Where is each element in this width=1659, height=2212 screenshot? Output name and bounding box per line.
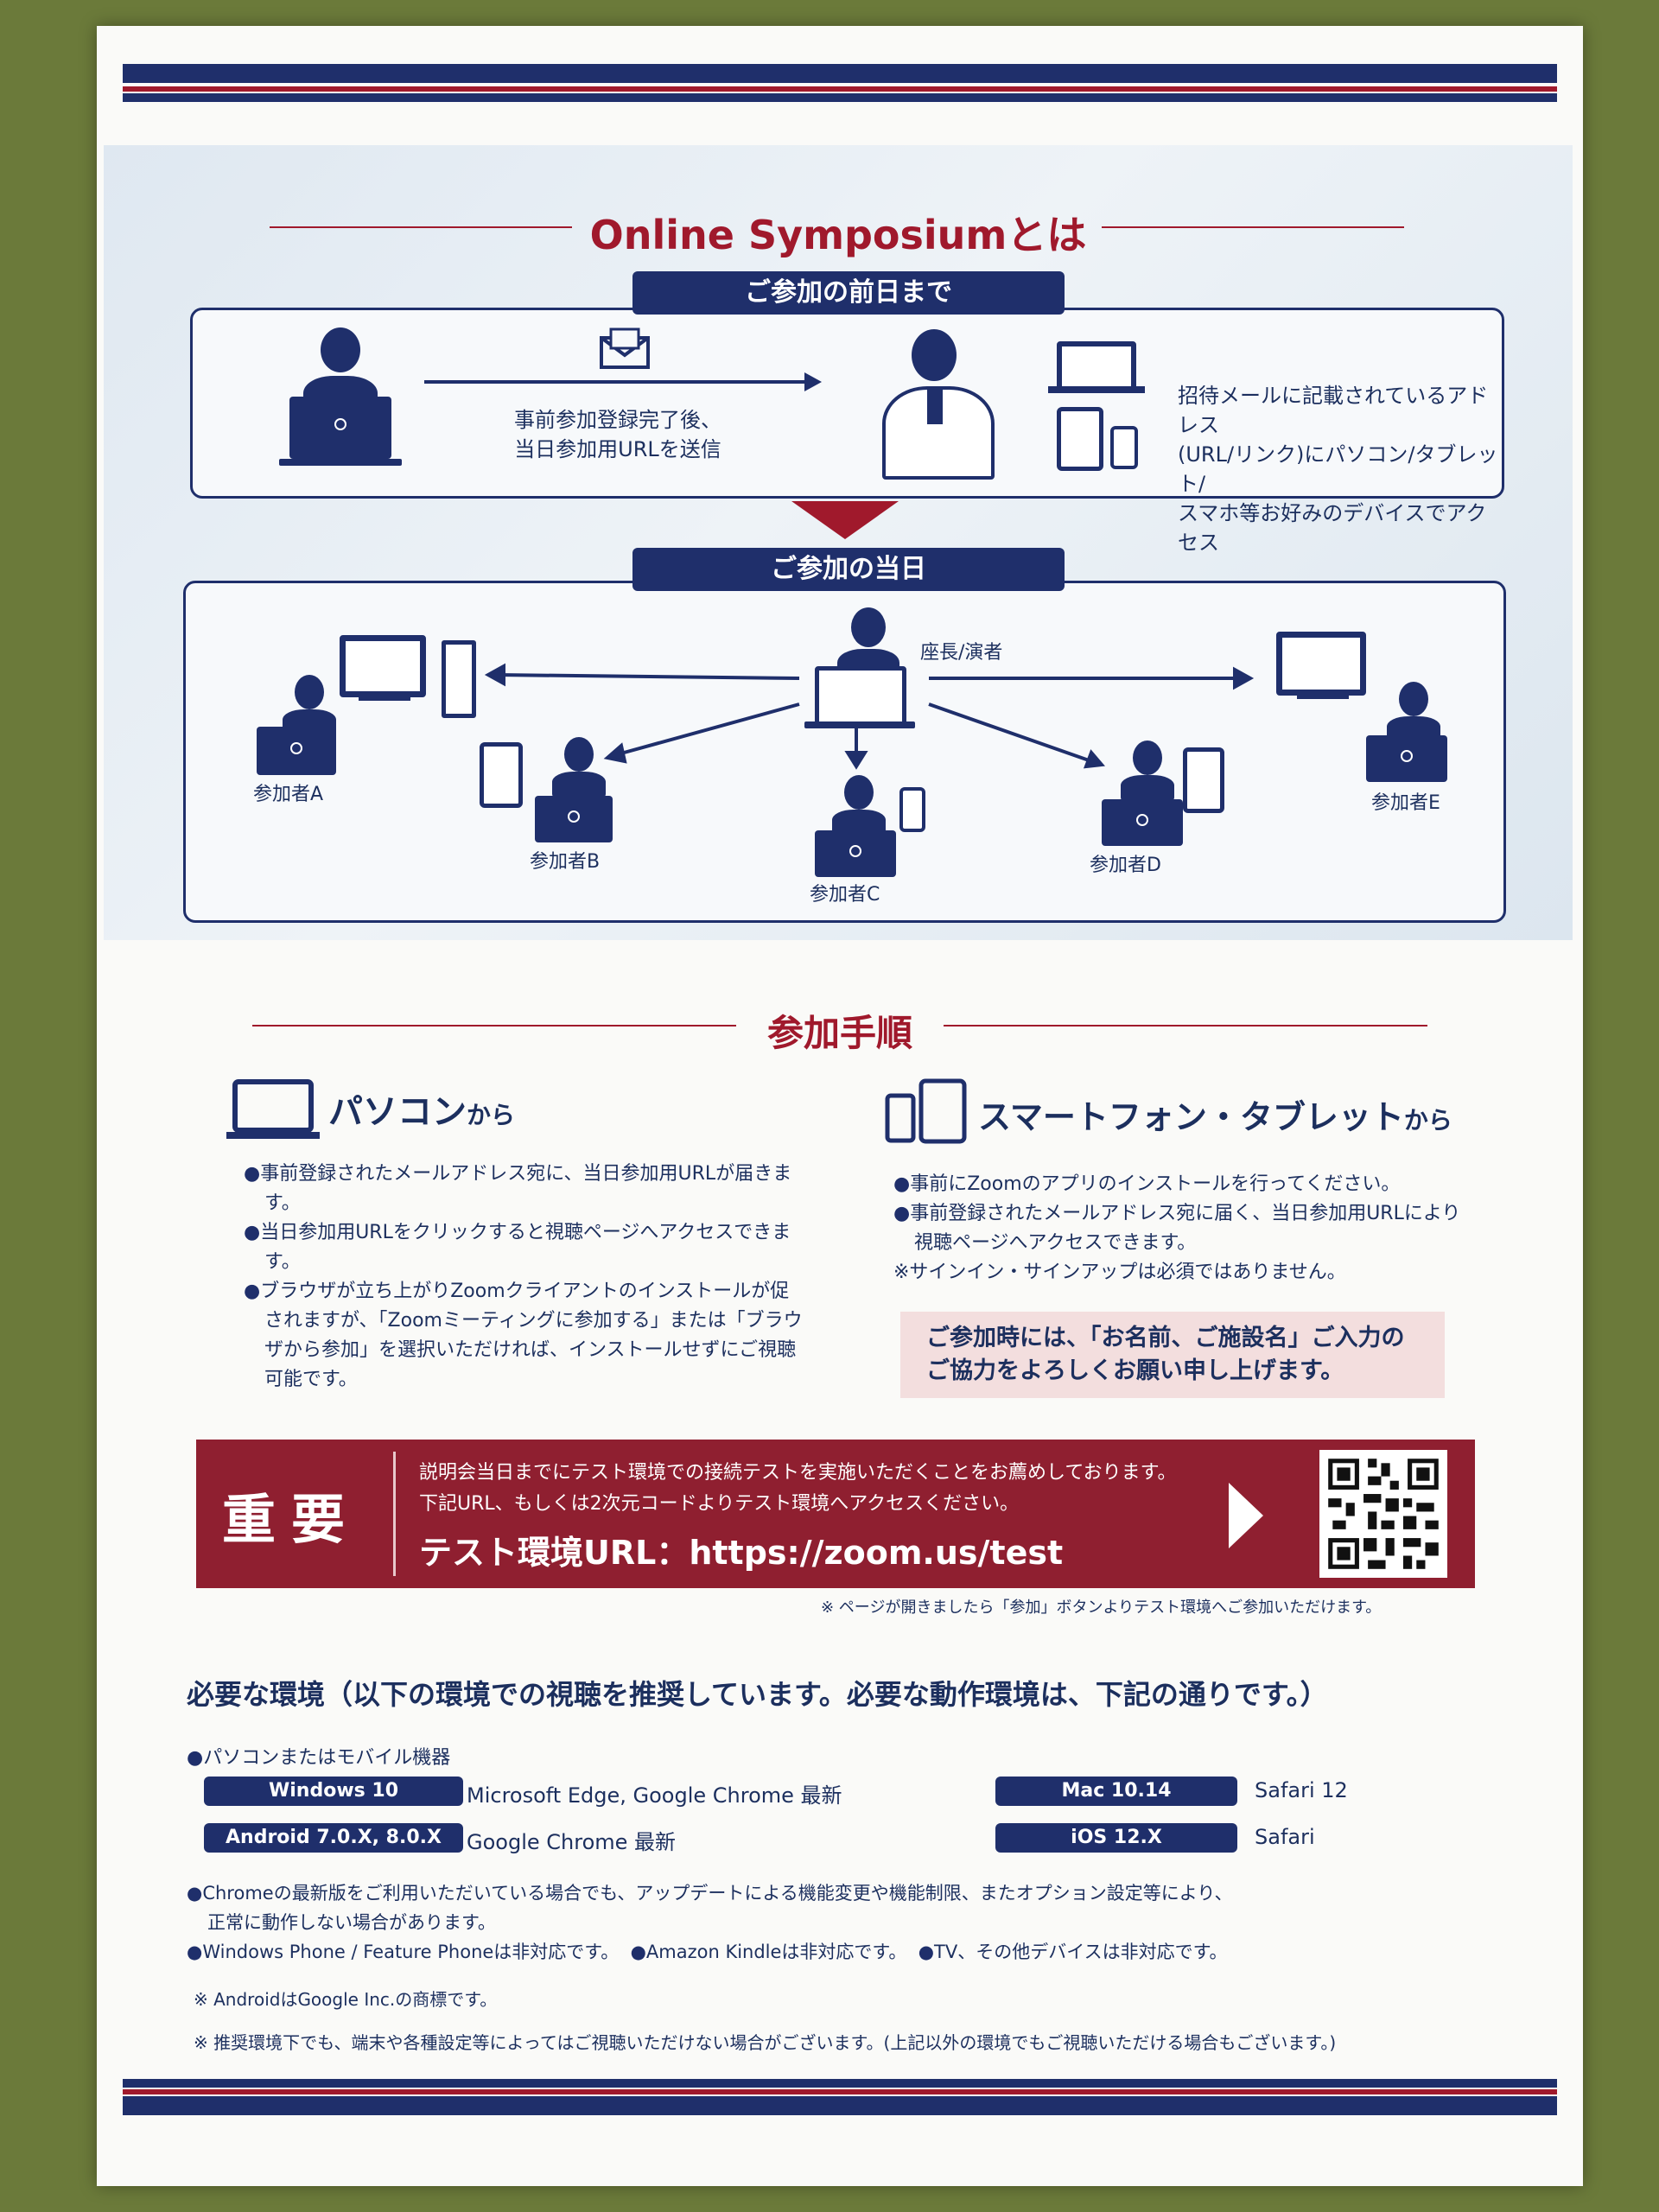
browser-windows: Microsoft Edge, Google Chrome 最新 <box>467 1783 842 1808</box>
participant-c-phone-icon <box>899 787 925 832</box>
arrow-caption-line2: 当日参加用URLを送信 <box>514 437 721 461</box>
env-note-1: Chromeの最新版をご利用いただいている場合でも、アップデートによる機能変更や… <box>202 1883 1233 1904</box>
important-label: 重要 <box>222 1488 361 1551</box>
pc-heading-main: パソコン <box>328 1092 467 1132</box>
overview-title: Online Symposiumとは <box>589 212 1087 258</box>
participant-d-tablet-icon <box>1183 747 1224 813</box>
pc-bullets: ●事前登録されたメールアドレス宛に、当日参加用URLが届きます。 ●当日参加用U… <box>244 1163 803 1390</box>
env-note-2: Windows Phone / Feature Phoneは非対応です。 <box>202 1942 620 1962</box>
notice-line1: ご参加時には、「お名前、ご施設名」ご入力の <box>926 1325 1405 1351</box>
os-mac: Mac 10.14 <box>995 1777 1237 1806</box>
important-banner: 重要 説明会当日までにテスト環境での接続テストを実施いただくことをお薦めしており… <box>196 1440 1475 1588</box>
mobile-bullets: ●事前にZoomのアプリのインストールを行ってください。 ●事前登録されたメール… <box>893 1170 1464 1287</box>
pc-heading-suffix: から <box>467 1101 516 1129</box>
overview-area: Online Symposiumとは 事前参加登録完了後、 <box>104 145 1573 940</box>
arrow-right-icon <box>1229 1483 1263 1548</box>
devices-label: ●パソコンまたはモバイル機器 <box>187 1747 451 1769</box>
access-caption-line3: スマホ等お好みのデバイスでアクセス <box>1178 501 1487 555</box>
important-line2: 下記URL、もしくは2次元コードよりテスト環境へアクセスください。 <box>419 1493 1020 1515</box>
participant-c-laptop-icon <box>815 830 896 877</box>
sender-laptop-icon <box>289 397 391 459</box>
participant-b-label: 参加者B <box>530 851 601 873</box>
mobile-heading: スマートフォン・タブレットから <box>978 1090 1452 1138</box>
pc-bullet-3: ブラウザが立ち上がりZoomクライアントのインストールが促されますが、「Zoom… <box>260 1281 803 1390</box>
environment-notes: ●Chromeの最新版をご利用いただいている場合でも、アップデートによる機能変更… <box>187 1878 1535 1967</box>
mobile-note: ※サインイン・サインアップは必須ではありません。 <box>893 1262 1346 1283</box>
bottom-stripe-red <box>123 2089 1557 2094</box>
title-rule-left <box>270 226 572 228</box>
os-android: Android 7.0.X, 8.0.X <box>204 1823 463 1853</box>
pc-bullet-1: 事前登録されたメールアドレス宛に、当日参加用URLが届きます。 <box>260 1163 792 1214</box>
env-note-3: Amazon Kindleは非対応です。 <box>645 1942 907 1962</box>
participant-d-laptop-icon <box>1102 799 1183 846</box>
pc-laptop-icon <box>226 1079 320 1139</box>
doctor-icon <box>875 329 996 485</box>
browser-ios: Safari <box>1255 1825 1315 1849</box>
procedure-rule-right <box>944 1025 1427 1027</box>
trademark-note: ※ AndroidはGoogle Inc.の商標です。 <box>194 1989 498 2010</box>
arrow-caption: 事前参加登録完了後、 当日参加用URLを送信 <box>514 405 721 464</box>
browser-mac: Safari 12 <box>1255 1778 1348 1802</box>
access-caption-line2: (URL/リンク)にパソコン/タブレット/ <box>1178 442 1498 496</box>
participant-e-monitor-icon <box>1276 632 1366 696</box>
day-of-tab: ご参加の当日 <box>632 548 1065 591</box>
bottom-stripe-navy <box>123 2096 1557 2115</box>
day-before-tab: ご参加の前日まで <box>632 271 1065 315</box>
input-notice: ご参加時には、「お名前、ご施設名」ご入力の ご協力をよろしくお願い申し上げます。 <box>900 1312 1445 1398</box>
devices-label-text: パソコンまたはモバイル機器 <box>203 1747 451 1769</box>
participant-b-tablet-icon <box>480 742 523 808</box>
tablet-device-icon <box>1057 407 1103 471</box>
participant-c-label: 参加者C <box>810 884 880 906</box>
pc-bullet-2: 当日参加用URLをクリックすると視聴ページへアクセスできます。 <box>260 1222 791 1273</box>
procedure-rule-left <box>252 1025 736 1027</box>
procedure-title: 参加手順 <box>766 1012 912 1054</box>
access-caption: 招待メールに記載されているアドレス (URL/リンク)にパソコン/タブレット/ … <box>1178 381 1502 557</box>
bottom-stripe-navy-thin <box>123 2079 1557 2088</box>
mail-icon <box>600 327 650 369</box>
pc-heading: パソコンから <box>328 1084 515 1134</box>
day-of-box: 座長/演者 参加者A <box>183 581 1506 923</box>
participant-e-label: 参加者E <box>1371 792 1440 814</box>
send-arrow-icon <box>424 372 822 391</box>
mobile-heading-suffix: から <box>1403 1106 1452 1135</box>
top-stripe-navy-thin <box>123 93 1557 102</box>
laptop-device-icon <box>1057 341 1136 391</box>
broadcast-arrows <box>484 663 1255 770</box>
notice-line2: ご協力をよろしくお願い申し上げます。 <box>926 1357 1344 1384</box>
day-before-box: 事前参加登録完了後、 当日参加用URLを送信 招待メールに記載されているアドレス… <box>190 308 1504 555</box>
env-note-1-cont: 正常に動作しない場合があります。 <box>207 1912 496 1933</box>
flyer-sheet: Online Symposiumとは 事前参加登録完了後、 <box>97 26 1583 2186</box>
os-ios: iOS 12.X <box>995 1823 1237 1853</box>
participant-e-laptop-icon <box>1366 735 1447 782</box>
participant-a-laptop-icon <box>257 727 336 775</box>
participant-a-monitor-icon <box>340 635 426 697</box>
mobile-devices-icon <box>885 1078 967 1144</box>
disclaimer-note: ※ 推奨環境下でも、端末や各種設定等によってはご視聴いただけない場合がございます… <box>194 2032 1337 2053</box>
top-stripe-navy <box>123 64 1557 83</box>
title-rule-right <box>1102 226 1404 228</box>
important-line1: 説明会当日までにテスト環境での接続テストを実施いただくことをお薦めしております。 <box>419 1462 1177 1484</box>
qr-code-icon[interactable] <box>1319 1450 1447 1578</box>
phone-device-icon <box>1110 426 1138 469</box>
browser-android: Google Chrome 最新 <box>467 1830 677 1854</box>
participant-a-label: 参加者A <box>253 784 324 805</box>
os-windows: Windows 10 <box>204 1777 463 1806</box>
mobile-bullet-2: 事前登録されたメールアドレス宛に届く、当日参加用URLにより視聴ページへアクセス… <box>910 1203 1461 1254</box>
participant-b-laptop-icon <box>535 796 613 842</box>
presenter-label: 座長/演者 <box>920 642 1003 664</box>
mobile-bullet-1: 事前にZoomのアプリのインストールを行ってください。 <box>910 1173 1401 1195</box>
env-note-4: TV、その他デバイスは非対応です。 <box>934 1942 1228 1962</box>
access-caption-line1: 招待メールに記載されているアドレス <box>1178 384 1489 437</box>
test-url[interactable]: テスト環境URL：https://zoom.us/test <box>419 1534 1064 1572</box>
participant-d-label: 参加者D <box>1090 855 1161 876</box>
environment-title: 必要な環境（以下の環境での視聴を推奨しています。必要な動作環境は、下記の通りです… <box>187 1678 1328 1711</box>
down-arrow-icon <box>791 501 899 539</box>
arrow-caption-line1: 事前参加登録完了後、 <box>514 408 721 432</box>
mobile-heading-main: スマートフォン・タブレット <box>978 1098 1404 1136</box>
participant-a-tower-icon <box>442 640 476 718</box>
top-stripe-red <box>123 86 1557 92</box>
important-footnote: ※ ページが開きましたら「参加」ボタンよりテスト環境へご参加いただけます。 <box>821 1599 1382 1617</box>
